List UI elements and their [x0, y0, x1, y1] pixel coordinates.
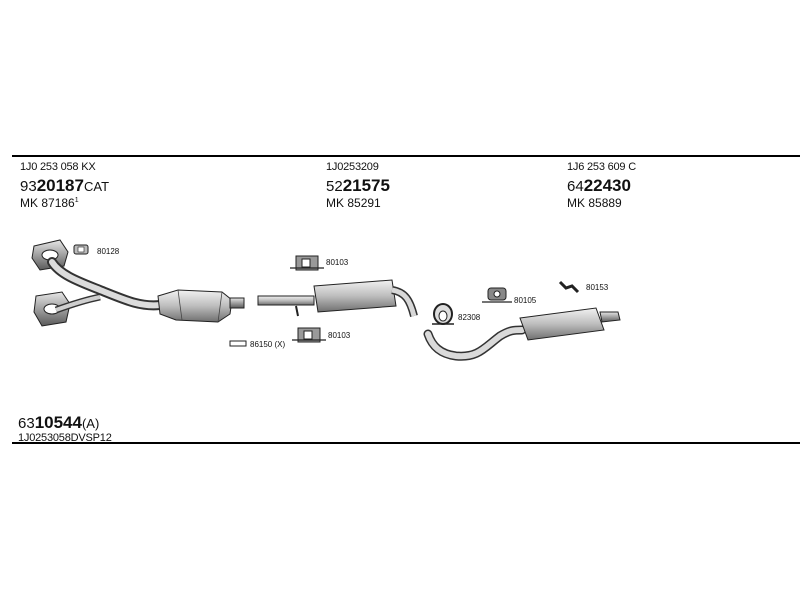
- callout-80128[interactable]: 80128: [97, 247, 120, 256]
- middle-silencer[interactable]: [257, 279, 418, 318]
- front-pipe[interactable]: [47, 257, 165, 314]
- top-divider: [12, 155, 800, 157]
- clamp-80103-lower-symbol[interactable]: [292, 327, 326, 343]
- oem-number: 1J0253209: [326, 161, 379, 173]
- set-article-suffix: (A): [81, 416, 100, 431]
- article-main: 21575: [342, 176, 390, 195]
- callout-82308[interactable]: 82308: [458, 313, 481, 322]
- part-block-catalyst: 1J0 253 058 KX 9320187CAT MK 871861: [20, 161, 109, 210]
- mk-number: 85291: [347, 196, 381, 210]
- bottom-divider: [12, 442, 800, 444]
- set-article-main: 10544: [34, 413, 82, 432]
- mk-prefix: MK: [567, 196, 585, 210]
- article-main: 20187: [36, 176, 84, 195]
- oem-number: 1J0 253 058 KX: [20, 161, 96, 173]
- strip-86150-symbol[interactable]: [229, 340, 247, 347]
- set-code: 1J0253058DVSP12: [18, 432, 112, 444]
- article-number[interactable]: 9320187CAT: [20, 177, 109, 194]
- callout-80105[interactable]: 80105: [514, 296, 537, 305]
- oem-number: 1J6 253 609 C: [567, 161, 636, 173]
- article-prefix: 52: [326, 178, 343, 195]
- mounting-kit[interactable]: MK 871861: [20, 197, 109, 209]
- set-article-prefix: 63: [18, 415, 35, 432]
- front-flange-lower[interactable]: [33, 291, 71, 327]
- article-main: 22430: [583, 176, 631, 195]
- mk-footnote: 1: [74, 197, 79, 204]
- article-prefix: 64: [567, 178, 584, 195]
- part-block-rear-silencer: 1J6 253 609 C 6422430 MK 85889: [567, 161, 636, 210]
- article-prefix: 93: [20, 178, 37, 195]
- mounting-kit[interactable]: MK 85291: [326, 197, 390, 209]
- set-article-number[interactable]: 6310544(A): [18, 414, 112, 431]
- article-suffix: CAT: [83, 179, 110, 194]
- mounting-kit[interactable]: MK 85889: [567, 197, 636, 209]
- rubber-mount-80105-symbol[interactable]: [482, 287, 512, 303]
- ring-82308-symbol[interactable]: [432, 303, 454, 325]
- article-number[interactable]: 6422430: [567, 177, 636, 194]
- complete-set-block: 6310544(A) 1J0253058DVSP12: [18, 410, 112, 444]
- mk-prefix: MK: [20, 196, 38, 210]
- callout-80153[interactable]: 80153: [586, 283, 609, 292]
- article-number[interactable]: 5221575: [326, 177, 390, 194]
- mk-number: 87186: [41, 196, 75, 210]
- callout-80103-lower[interactable]: 80103: [328, 331, 351, 340]
- part-block-middle-silencer: 1J0253209 5221575 MK 85291: [326, 161, 390, 210]
- mk-number: 85889: [588, 196, 622, 210]
- rear-silencer[interactable]: [423, 307, 621, 361]
- mk-prefix: MK: [326, 196, 344, 210]
- callout-80103-upper[interactable]: 80103: [326, 258, 349, 267]
- callout-86150[interactable]: 86150 (X): [250, 340, 286, 349]
- clamp-80103-upper-symbol[interactable]: [290, 255, 324, 271]
- hanger-80153-symbol[interactable]: [558, 280, 580, 294]
- gasket-80128-symbol[interactable]: [73, 244, 89, 255]
- catalytic-converter[interactable]: [157, 289, 245, 323]
- front-flange-upper[interactable]: [31, 239, 69, 271]
